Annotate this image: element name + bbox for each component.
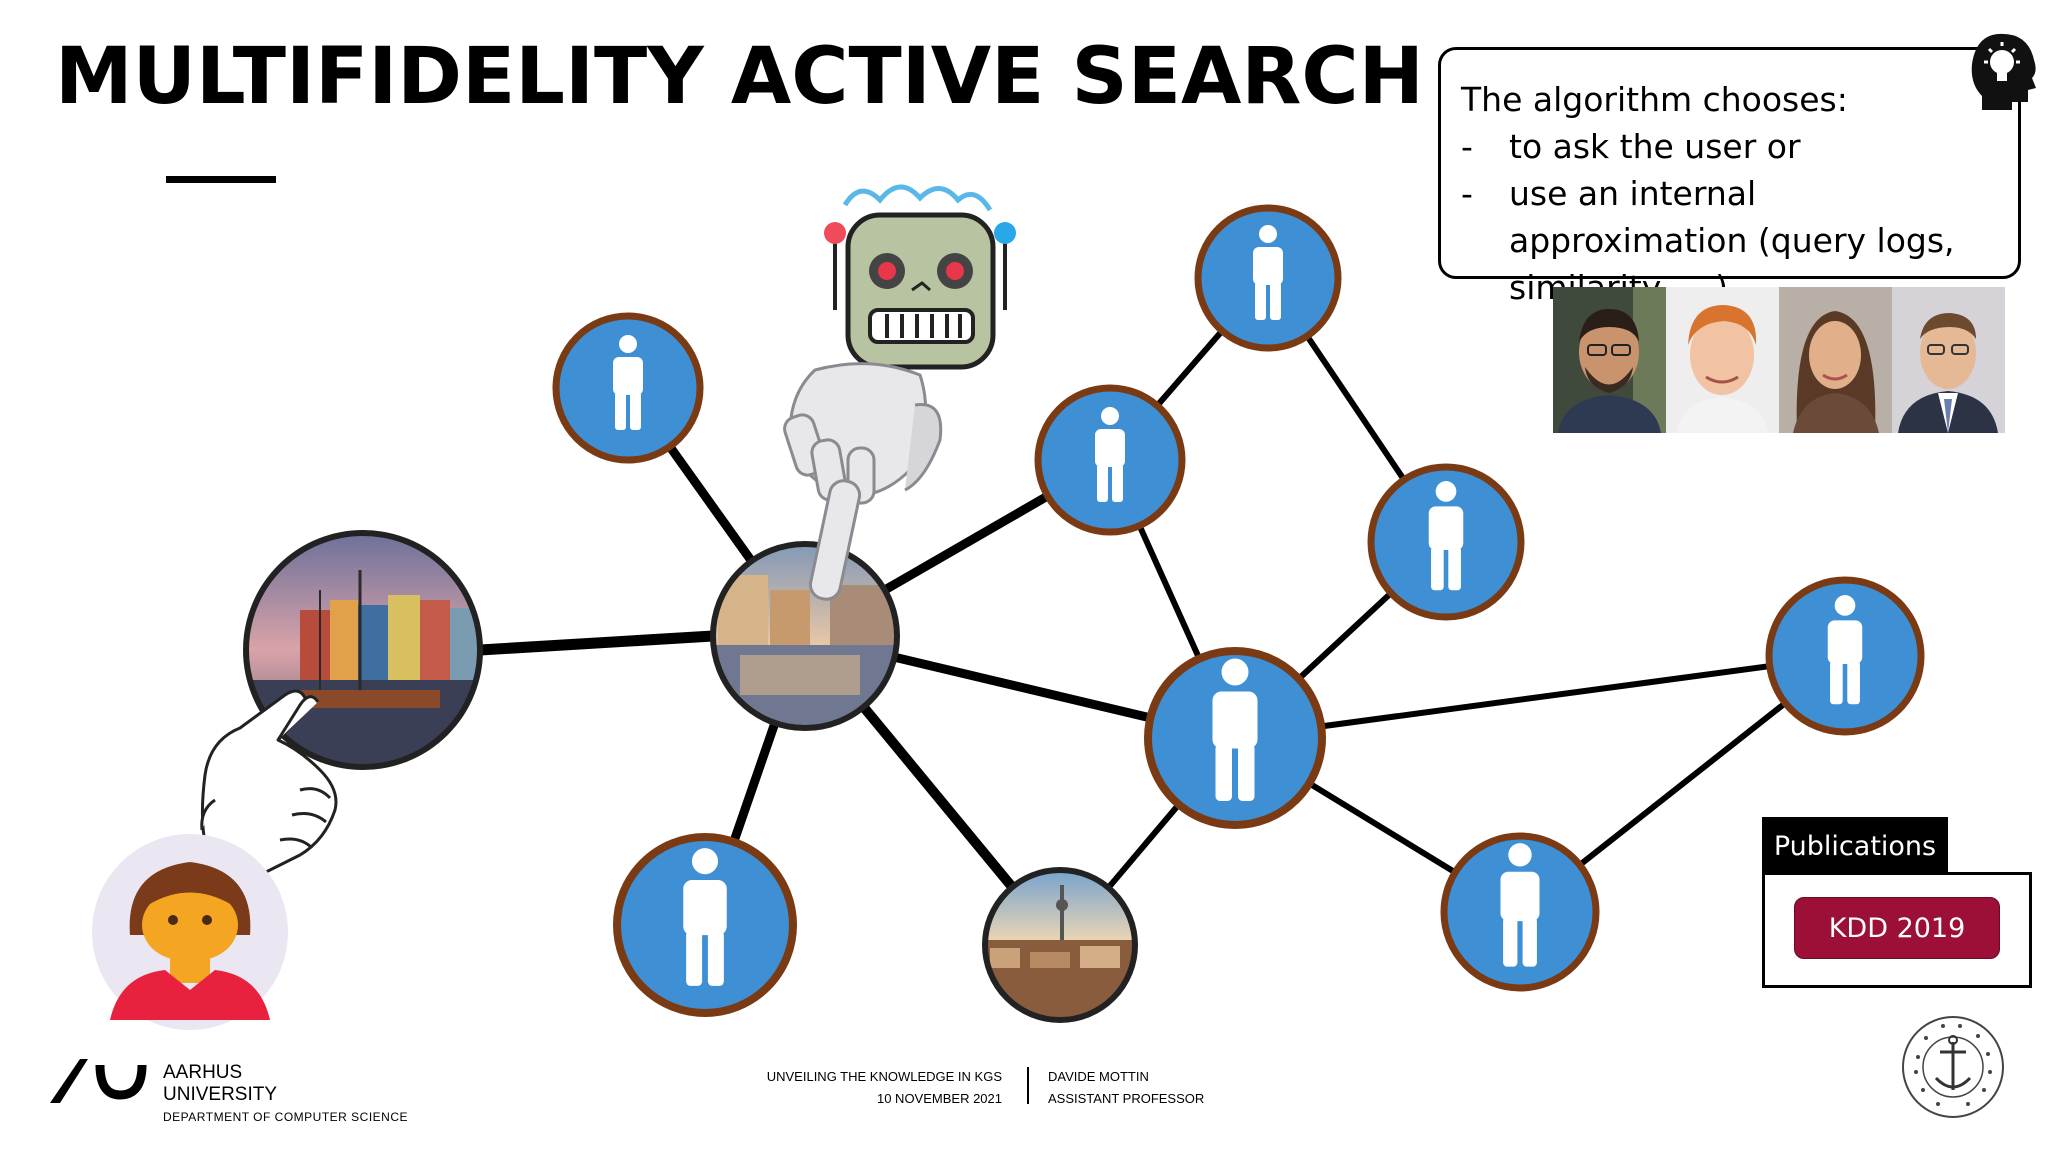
robot-hand-icon (783, 362, 943, 601)
speaker-info: DAVIDE MOTTIN ASSISTANT PROFESSOR (1048, 1066, 1204, 1110)
user-avatar-icon (92, 834, 288, 1030)
department-name: DEPARTMENT OF COMPUTER SCIENCE (163, 1110, 409, 1124)
speaker-role: ASSISTANT PROFESSOR (1048, 1091, 1205, 1106)
kdd-2019-button[interactable]: KDD 2019 (1794, 897, 2000, 959)
lightbulb-head-icon (1971, 33, 2036, 110)
university-seal-icon (1902, 1016, 2004, 1118)
bullet-dash: - (1461, 174, 1473, 213)
callout-item-text: to ask the user or (1509, 127, 1801, 166)
robot-icon (824, 184, 1016, 370)
person-node (552, 312, 704, 464)
callout-item: -to ask the user or (1461, 123, 1996, 170)
author-photo (1779, 287, 1892, 433)
publications-panel (1762, 872, 2032, 988)
callout-intro: The algorithm chooses: (1461, 80, 1848, 119)
talk-date: 10 NOVEMBER 2021 (876, 1091, 1002, 1106)
algorithm-callout: The algorithm chooses: -to ask the user … (1438, 47, 2021, 307)
person-node (1440, 832, 1600, 992)
city-photo-node-skyline (982, 867, 1138, 1023)
university-line-2: UNIVERSITY (163, 1084, 278, 1105)
person-node (1367, 463, 1525, 621)
talk-title: UNVEILING THE KNOWLEDGE IN KGS (766, 1069, 1002, 1084)
person-node (1194, 204, 1342, 352)
person-node (1034, 384, 1186, 536)
author-photo (1553, 287, 1666, 433)
author-photo (1666, 287, 1779, 433)
publications-tab: Publications (1762, 817, 1948, 875)
talk-info: UNVEILING THE KNOWLEDGE IN KGS 10 NOVEMB… (700, 1066, 1002, 1110)
edge (474, 630, 719, 656)
person-node (613, 833, 797, 1017)
edge (1232, 653, 1848, 741)
slide-title: MULTIFIDELITY ACTIVE SEARCH (55, 32, 1424, 122)
author-photo (1892, 287, 2005, 433)
aarhus-logo-icon (50, 1059, 147, 1103)
author-photos (1553, 287, 2005, 433)
pointing-hand-icon (200, 689, 338, 880)
person-node (1144, 647, 1326, 829)
university-name: AARHUS UNIVERSITY DEPARTMENT OF COMPUTER… (163, 1062, 408, 1128)
bullet-dash: - (1461, 127, 1473, 166)
person-node (1765, 576, 1925, 736)
footer-divider (1027, 1067, 1029, 1104)
university-line-1: AARHUS (163, 1062, 243, 1083)
city-photo-node-river (710, 541, 900, 731)
title-underline (166, 176, 276, 183)
callout-list: -to ask the user or -use an internal app… (1461, 123, 1996, 311)
speaker-name: DAVIDE MOTTIN (1048, 1069, 1149, 1084)
